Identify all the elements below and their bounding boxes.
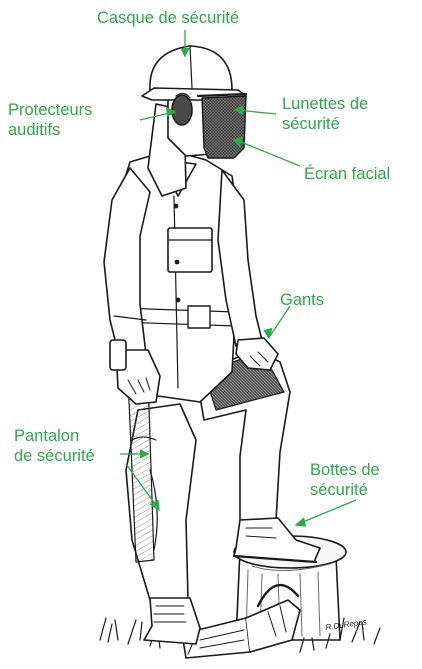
right-glove <box>235 337 279 371</box>
raised-boot <box>232 517 321 564</box>
chainsaw <box>181 584 301 659</box>
label-ear-protectors: Protecteurs auditifs <box>8 101 93 139</box>
label-helmet: Casque de sécurité <box>97 9 240 27</box>
label-gloves: Gants <box>280 291 325 309</box>
label-safety-glasses: Lunettes de sécurité <box>282 95 369 133</box>
visor-bracket <box>196 92 248 98</box>
face-screen-leader <box>235 139 301 167</box>
boots-leader <box>297 499 357 525</box>
standing-boot <box>143 597 201 645</box>
pants-leader-2 <box>125 463 159 509</box>
label-face-screen: Écran facial <box>304 165 391 183</box>
label-safety-boots: Bottes de sécurité <box>310 461 380 499</box>
gloves-leader <box>269 305 291 337</box>
helmet-shape <box>141 45 247 101</box>
left-glove <box>115 349 161 405</box>
visor-mesh <box>201 95 247 159</box>
label-safety-pants: Pantalon de sécurité <box>14 427 95 465</box>
leader-lines <box>120 30 357 527</box>
ear-muff-shape <box>171 92 193 126</box>
artist-signature: R.DuRepos <box>325 617 367 632</box>
belt-tool <box>109 339 127 371</box>
